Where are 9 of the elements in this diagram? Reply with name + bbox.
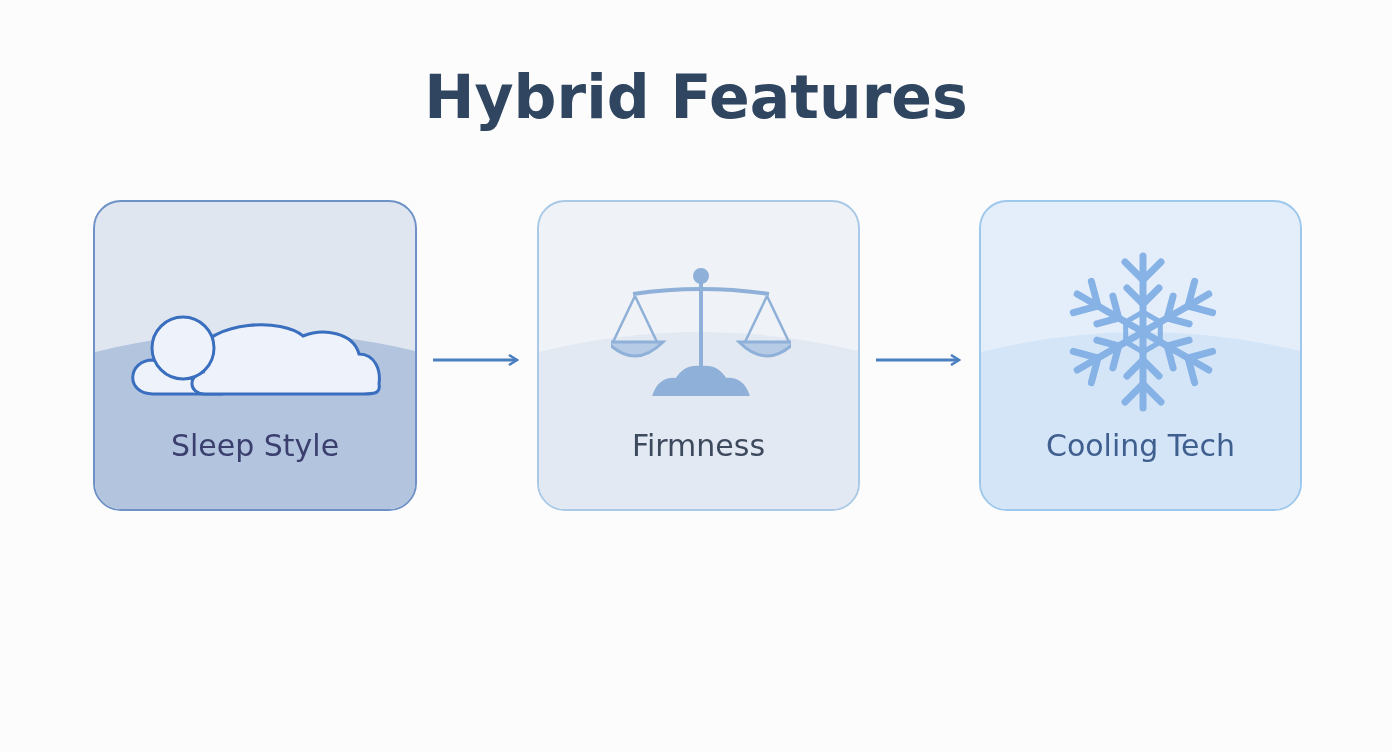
card-label: Cooling Tech bbox=[1045, 428, 1236, 463]
diagram-title: Hybrid Features bbox=[423, 62, 969, 132]
arrow bbox=[433, 353, 519, 367]
feature-card bbox=[979, 200, 1302, 511]
card-label: Firmness bbox=[631, 428, 766, 463]
card-label: Sleep Style bbox=[170, 428, 340, 463]
feature-card bbox=[537, 200, 860, 511]
feature-card bbox=[93, 200, 417, 511]
arrow bbox=[876, 353, 961, 367]
